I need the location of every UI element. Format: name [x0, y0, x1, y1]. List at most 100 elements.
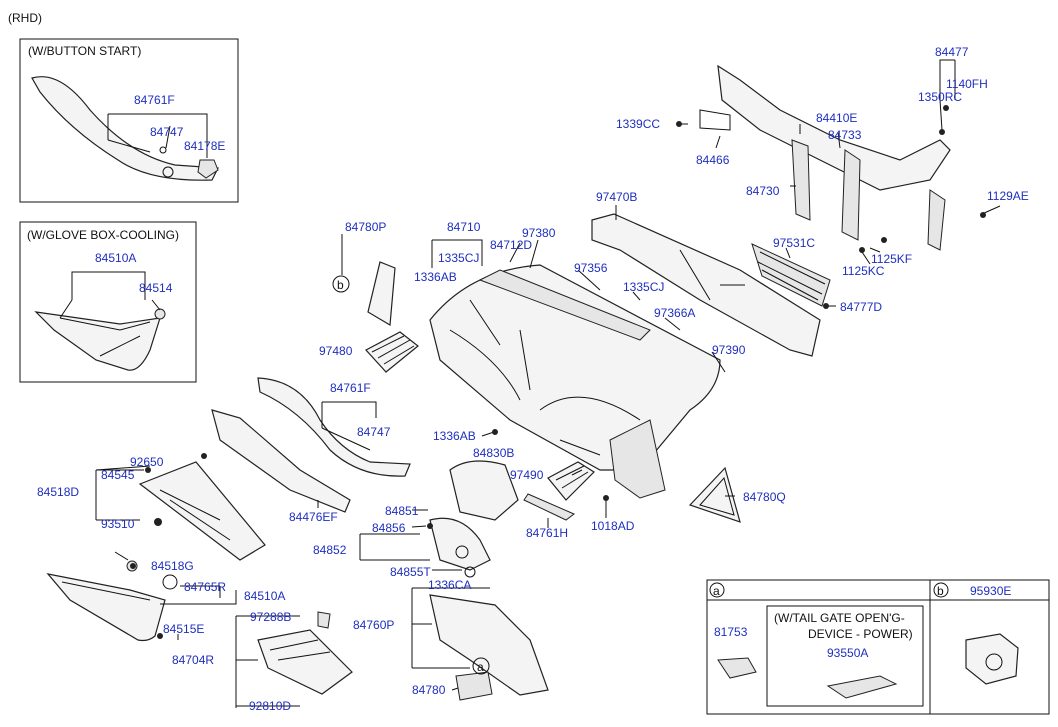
label-84777D: 84777D [840, 300, 882, 314]
duct-97470B-shape [591, 213, 821, 357]
label-84761F-mid: 84761F [330, 381, 371, 395]
label-1140FH: 1140FH [946, 77, 988, 91]
label-84733: 84733 [828, 128, 862, 142]
label-84855T: 84855T [390, 565, 431, 579]
label-97380: 97380 [522, 226, 556, 240]
label-84712D: 84712D [490, 238, 532, 252]
garnish-84780P-shape [367, 261, 396, 327]
tail-gate-line2: DEVICE - POWER) [808, 627, 913, 641]
label-84761H: 84761H [526, 526, 568, 540]
label-93550A: 93550A [827, 646, 868, 660]
ref-a-circle [709, 582, 725, 598]
cowl-crossbar-84410E-shape [699, 64, 951, 251]
label-97366A: 97366A [654, 306, 695, 320]
crash-pad-main-shape [429, 264, 721, 471]
ref-b-letter: b [937, 584, 944, 598]
variant-label: (RHD) [8, 11, 42, 25]
label-95930E: 95930E [970, 584, 1011, 598]
label-84760P: 84760P [353, 618, 394, 632]
ref-a-letter: a [713, 584, 720, 598]
label-1018AD: 1018AD [591, 519, 635, 533]
part-81753-shape [717, 657, 757, 679]
label-84852: 84852 [313, 543, 347, 557]
tail-gate-subbox [766, 605, 924, 707]
label-1125KF: 1125KF [871, 252, 912, 266]
label-1125KC: 1125KC [842, 264, 885, 278]
label-84851: 84851 [385, 504, 419, 518]
label-1335CJ-b: 1335CJ [623, 280, 664, 294]
ref-b-circle [933, 582, 949, 598]
cooling-duct-84704R-shape [257, 611, 353, 695]
label-97480: 97480 [319, 344, 353, 358]
ref-a-circle-lower [472, 657, 490, 675]
label-97531C: 97531C [773, 236, 815, 250]
part-93550A-shape [826, 675, 898, 699]
lower-panel-84476EF-shape [211, 409, 351, 513]
label-84518D: 84518D [37, 485, 79, 499]
cluster-hood-84830B-shape [449, 460, 519, 521]
center-fascia-shape [609, 419, 666, 499]
garnish-84780Q-shape [688, 466, 741, 523]
label-84178E: 84178E [184, 139, 225, 153]
label-97288B: 97288B [250, 610, 291, 624]
label-93510: 93510 [101, 517, 135, 531]
glove-box-cooling-title: (W/GLOVE BOX-COOLING) [27, 228, 179, 242]
label-84747-mid: 84747 [357, 425, 391, 439]
label-84510A-top: 84510A [95, 251, 136, 265]
label-84476EF: 84476EF [289, 510, 338, 524]
label-81753: 81753 [714, 625, 748, 639]
label-84730: 84730 [746, 184, 780, 198]
label-84856: 84856 [372, 521, 406, 535]
glove-box-84510A-top-shape [34, 311, 161, 371]
label-84780Q: 84780Q [743, 490, 786, 504]
fastener-dots [130, 105, 986, 639]
label-84780P: 84780P [345, 220, 386, 234]
trim-84761H-shape [523, 493, 575, 521]
column-shroud-84852-shape [429, 517, 491, 578]
label-1336AB-b: 1336AB [433, 429, 476, 443]
reference-table: a b (W/TAIL GATE OPEN'G- DEVICE - POWER) [706, 579, 1050, 715]
button-start-title: (W/BUTTON START) [28, 44, 141, 58]
lower-panel-84760P-shape [429, 594, 549, 701]
glove-box-cooling-box: (W/GLOVE BOX-COOLING) [19, 221, 197, 383]
label-84514: 84514 [139, 281, 173, 295]
vent-97490-shape [547, 461, 595, 501]
label-84545: 84545 [101, 468, 135, 482]
label-84780: 84780 [412, 683, 446, 697]
button-start-box: (W/BUTTON START) [19, 38, 239, 203]
label-84466: 84466 [696, 153, 730, 167]
label-84765R: 84765R [184, 580, 226, 594]
label-92650: 92650 [130, 455, 164, 469]
label-84830B: 84830B [473, 446, 514, 460]
label-84761F-top: 84761F [134, 93, 175, 107]
leader-lines [95, 59, 1001, 708]
label-1129AE: 1129AE [987, 189, 1029, 203]
ref-b-letter-upper: b [337, 278, 344, 292]
label-84518G: 84518G [151, 559, 194, 573]
label-97356: 97356 [574, 261, 608, 275]
label-84410E: 84410E [816, 111, 857, 125]
glove-box-housing-84518D-shape [138, 461, 266, 561]
label-97470B: 97470B [596, 190, 637, 204]
label-92810D: 92810D [249, 699, 291, 713]
label-84747-top: 84747 [150, 125, 184, 139]
ref-a-circle-upper [332, 275, 350, 293]
label-84510A-bot: 84510A [244, 589, 285, 603]
label-97390: 97390 [712, 343, 746, 357]
panel-97531C-shape [751, 243, 831, 307]
trim-84761F-top-shape [31, 76, 219, 181]
label-84710: 84710 [447, 220, 481, 234]
lower-trim-84761F-mid-shape [257, 377, 411, 477]
label-1336AB-a: 1336AB [414, 270, 457, 284]
label-1339CC: 1339CC [616, 117, 660, 131]
label-84704R: 84704R [172, 653, 214, 667]
vent-97480-shape [365, 331, 419, 373]
label-1350RC: 1350RC [918, 90, 962, 104]
label-1336CA: 1336CA [428, 578, 471, 592]
label-1335CJ-a: 1335CJ [438, 251, 479, 265]
label-97490: 97490 [510, 468, 544, 482]
tail-gate-line1: (W/TAIL GATE OPEN'G- [774, 611, 905, 625]
label-84477: 84477 [935, 45, 969, 59]
label-84515E: 84515E [163, 622, 204, 636]
